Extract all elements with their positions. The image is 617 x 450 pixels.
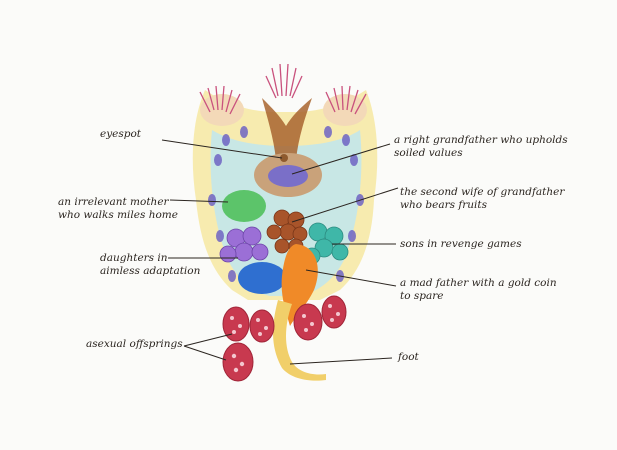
label-second-wife: the second wife of grandfather who bears…: [400, 186, 564, 212]
egg-cluster: [222, 295, 347, 382]
mastax: [262, 98, 312, 160]
leader-father: [305, 269, 397, 287]
green-organ: [222, 190, 266, 222]
label-grandfather-line1: a right grandfather who upholds: [394, 134, 568, 146]
label-foot: foot: [398, 351, 419, 364]
label-foot-line: foot: [398, 351, 419, 363]
leader-foot: [289, 357, 393, 365]
label-grandfather: a right grandfather who upholds soiled v…: [394, 134, 568, 160]
label-second-wife-line2: who bears fruits: [400, 199, 487, 211]
label-mother: an irrelevant mother who walks miles hom…: [58, 196, 178, 222]
leader-offsprings-a: [183, 333, 233, 347]
label-eyespot-line: eyespot: [100, 128, 142, 140]
label-eyespot: eyespot: [100, 128, 141, 141]
label-second-wife-line1: the second wife of grandfather: [400, 186, 565, 198]
foot: [273, 300, 326, 381]
label-sons-line: sons in revenge games: [400, 238, 522, 250]
label-father-line1: a mad father with a gold coin: [400, 277, 557, 289]
leader-grandfather: [291, 143, 391, 175]
label-daughters-line1: daughters in: [100, 252, 168, 264]
corona-right: [323, 85, 367, 126]
eyespot-dot: [280, 154, 288, 162]
leader-mother: [169, 199, 229, 203]
blue-organ: [238, 262, 286, 294]
label-father-line2: to spare: [400, 290, 444, 302]
leader-lines: [161, 139, 399, 365]
daughters-cluster: [219, 226, 269, 263]
label-offsprings-line: asexual offsprings: [86, 338, 183, 350]
leader-eyespot: [161, 139, 283, 159]
egg-dots: [230, 304, 340, 373]
label-mother-line2: who walks miles home: [58, 209, 178, 221]
leader-offsprings-b: [183, 345, 227, 361]
label-grandfather-line2: soiled values: [394, 147, 463, 159]
berry-cluster: [266, 209, 308, 254]
label-mother-line1: an irrelevant mother: [58, 196, 169, 208]
label-daughters-line2: aimless adaptation: [100, 265, 201, 277]
brain-inner: [268, 165, 308, 187]
sons-cluster: [303, 222, 349, 265]
label-daughters: daughters in aimless adaptation: [100, 252, 200, 278]
label-offsprings: asexual offsprings: [86, 338, 183, 351]
corona-left: [199, 85, 244, 126]
purple-cells: [208, 126, 364, 282]
label-father: a mad father with a gold coin to spare: [400, 277, 557, 303]
label-sons: sons in revenge games: [400, 238, 522, 251]
leader-second-wife: [291, 187, 399, 223]
corona-center: [265, 63, 303, 99]
